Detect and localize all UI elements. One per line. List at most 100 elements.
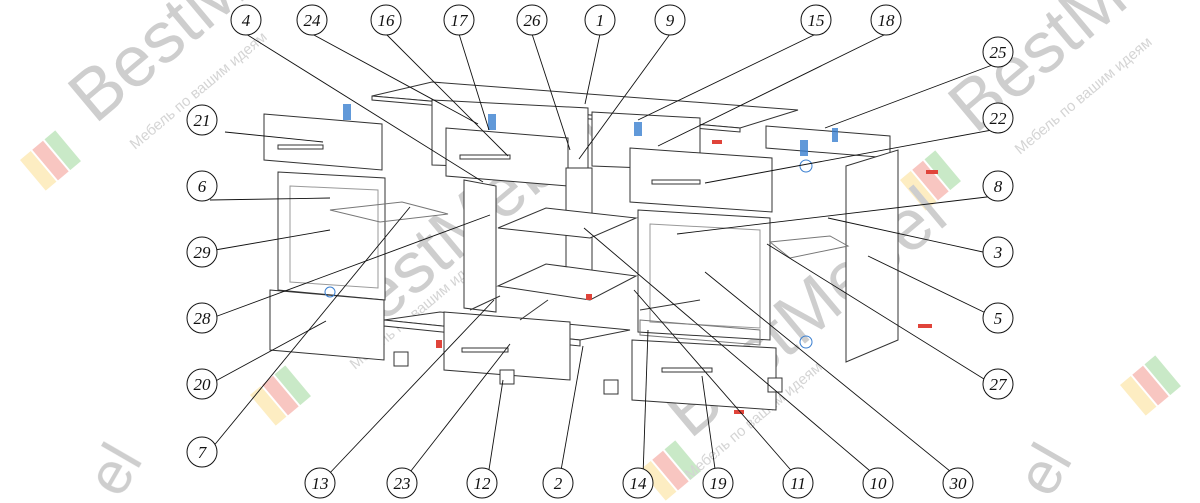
svg-text:15: 15 xyxy=(808,11,825,30)
drawer-front-22 xyxy=(629,147,773,213)
callout-1: 1 xyxy=(584,4,616,36)
callout-23: 23 xyxy=(386,467,418,499)
drawer-side-right xyxy=(639,319,761,346)
callout-25: 25 xyxy=(982,36,1014,68)
handle-23 xyxy=(461,347,509,353)
callout-3: 3 xyxy=(982,236,1014,268)
svg-text:10: 10 xyxy=(870,474,888,493)
shelf-lower xyxy=(496,263,638,301)
callout-30: 30 xyxy=(942,467,974,499)
callout-20: 20 xyxy=(186,368,218,400)
svg-text:24: 24 xyxy=(304,11,322,30)
handle-16 xyxy=(459,154,511,160)
rail-13 xyxy=(469,295,501,311)
svg-text:26: 26 xyxy=(524,11,542,30)
handle-21 xyxy=(277,144,324,150)
callout-21: 21 xyxy=(186,104,218,136)
left-drawer-front-bottom xyxy=(269,289,385,361)
callout-6: 6 xyxy=(186,170,218,202)
left-door xyxy=(277,171,386,301)
callout-13: 13 xyxy=(304,467,336,499)
right-side-upper xyxy=(765,125,891,159)
svg-text:7: 7 xyxy=(198,443,208,462)
callout-18: 18 xyxy=(870,4,902,36)
handle-22 xyxy=(651,179,701,185)
svg-text:27: 27 xyxy=(990,375,1009,394)
rail-14 xyxy=(519,299,549,321)
svg-text:19: 19 xyxy=(710,474,728,493)
callout-15: 15 xyxy=(800,4,832,36)
foot-center xyxy=(499,369,515,385)
callout-19: 19 xyxy=(702,467,734,499)
callout-24: 24 xyxy=(296,4,328,36)
callout-28: 28 xyxy=(186,302,218,334)
callout-12: 12 xyxy=(466,467,498,499)
svg-text:18: 18 xyxy=(878,11,896,30)
svg-text:3: 3 xyxy=(993,243,1003,262)
drawer-front-19 xyxy=(631,339,777,411)
svg-text:29: 29 xyxy=(194,243,212,262)
furniture-drawing xyxy=(263,81,938,414)
shelf-left xyxy=(329,201,449,223)
callout-11: 11 xyxy=(782,467,814,499)
shelf-upper xyxy=(497,207,638,239)
foot-right xyxy=(603,379,619,395)
svg-text:6: 6 xyxy=(198,177,207,196)
leader-lines xyxy=(209,33,996,477)
watermark-brand-bottom-left: el xyxy=(73,433,154,503)
callout-9: 9 xyxy=(654,4,686,36)
shelf-right xyxy=(768,235,850,259)
callout-4: 4 xyxy=(230,4,262,36)
svg-text:2: 2 xyxy=(554,474,563,493)
callout-10: 10 xyxy=(862,467,894,499)
svg-text:25: 25 xyxy=(990,43,1007,62)
watermark-brand-bottom-right-partial: el xyxy=(1003,433,1084,503)
callout-5: 5 xyxy=(982,302,1014,334)
svg-text:20: 20 xyxy=(194,375,212,394)
svg-text:21: 21 xyxy=(194,111,211,130)
callout-8: 8 xyxy=(982,170,1014,202)
callout-26: 26 xyxy=(516,4,548,36)
svg-text:16: 16 xyxy=(378,11,396,30)
right-door-inner xyxy=(649,223,761,329)
svg-text:13: 13 xyxy=(312,474,329,493)
callout-14: 14 xyxy=(622,467,654,499)
right-door xyxy=(637,209,771,341)
callouts: 4 24 16 17 26 1 9 15 18 25 21 22 6 8 29 … xyxy=(186,4,1014,499)
callout-29: 29 xyxy=(186,236,218,268)
svg-text:8: 8 xyxy=(994,177,1003,196)
callout-7: 7 xyxy=(186,436,218,468)
watermark-logo-top-left xyxy=(20,130,81,191)
callout-2: 2 xyxy=(542,467,574,499)
handle-19 xyxy=(661,367,713,373)
right-side-panel xyxy=(845,149,899,363)
svg-text:23: 23 xyxy=(394,474,411,493)
left-door-inner xyxy=(289,185,379,289)
watermark-logo-top-right xyxy=(900,150,961,211)
svg-text:1: 1 xyxy=(596,11,605,30)
callout-22: 22 xyxy=(982,102,1014,134)
svg-text:14: 14 xyxy=(630,474,648,493)
callout-16: 16 xyxy=(370,4,402,36)
partition-left xyxy=(463,179,497,313)
callout-27: 27 xyxy=(982,368,1014,400)
watermark-logo-bottom-right xyxy=(1120,355,1181,416)
svg-text:22: 22 xyxy=(990,109,1008,128)
foot-left xyxy=(393,351,409,367)
svg-text:4: 4 xyxy=(242,11,251,30)
foot-far-right xyxy=(767,377,783,393)
svg-text:17: 17 xyxy=(451,11,470,30)
watermark-brand-top-right: BestMebel xyxy=(934,0,1200,147)
callout-17: 17 xyxy=(443,4,475,36)
svg-text:30: 30 xyxy=(949,474,968,493)
svg-text:28: 28 xyxy=(194,309,212,328)
svg-text:12: 12 xyxy=(474,474,492,493)
svg-text:9: 9 xyxy=(666,11,675,30)
drawer-front-23 xyxy=(443,311,571,381)
svg-text:11: 11 xyxy=(790,474,806,493)
svg-text:5: 5 xyxy=(994,309,1003,328)
hardware xyxy=(324,104,938,414)
watermark-logo-center xyxy=(250,365,311,426)
